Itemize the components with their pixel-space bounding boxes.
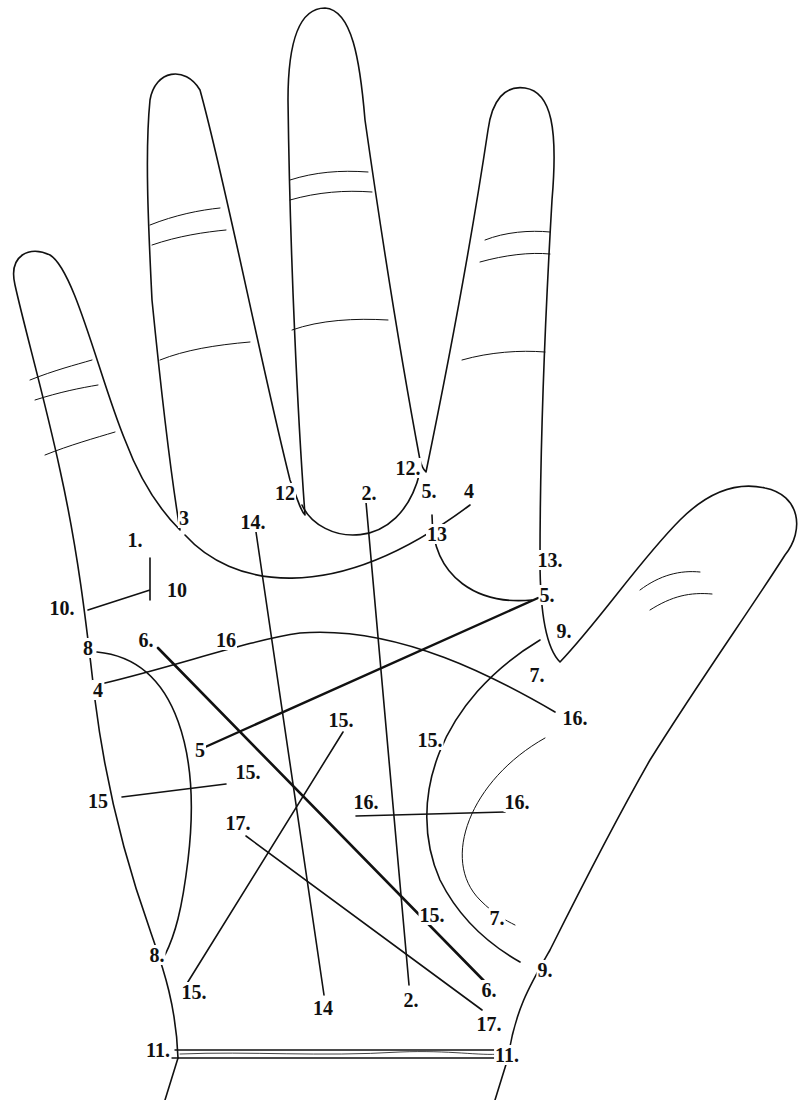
callout-number: 12. [395, 458, 422, 478]
wrist-edge [165, 1058, 508, 1100]
callout-number: 11. [145, 1040, 171, 1060]
callout-number: 5. [539, 585, 556, 605]
callout-number: 4 [92, 680, 104, 700]
callout-number: 16. [353, 792, 380, 812]
callout-number: 1. [127, 530, 144, 550]
callout-number: 15. [417, 730, 444, 750]
callout-number: 14. [240, 512, 267, 532]
callout-number: 6. [138, 630, 155, 650]
finger-creases [30, 171, 712, 610]
callout-number: 17. [476, 1014, 503, 1034]
callout-number: 15. [328, 710, 355, 730]
callout-number: 10 [166, 580, 188, 600]
callout-number: 17. [225, 813, 252, 833]
callout-number: 11. [494, 1045, 520, 1065]
callout-number: 16. [562, 708, 589, 728]
callout-number: 6. [481, 980, 498, 1000]
callout-number: 10. [49, 598, 76, 618]
callout-number: 9. [556, 621, 573, 641]
callout-number: 15. [181, 982, 208, 1002]
callout-number: 16. [504, 792, 531, 812]
callout-number: 9. [537, 960, 554, 980]
callout-number: 2. [403, 990, 420, 1010]
callout-number: 15. [419, 905, 446, 925]
callout-number: 3 [178, 508, 190, 528]
callout-number: 4 [463, 481, 475, 501]
callout-number: 8. [149, 945, 166, 965]
callout-number: 16 [215, 630, 237, 650]
hand-outline [14, 8, 797, 1058]
callout-number: 2. [361, 483, 378, 503]
callout-number: 7. [489, 908, 506, 928]
callout-number: 5. [421, 481, 438, 501]
callout-number: 13 [426, 524, 448, 544]
callout-number: 13. [537, 550, 564, 570]
callout-number: 15 [87, 791, 109, 811]
palm-lines [88, 472, 555, 1058]
callout-number: 15. [235, 762, 262, 782]
callout-number: 5 [194, 740, 206, 760]
callout-number: 12 [274, 483, 296, 503]
callout-number: 14 [312, 998, 334, 1018]
callout-number: 7. [529, 665, 546, 685]
callout-number: 8 [82, 638, 94, 658]
